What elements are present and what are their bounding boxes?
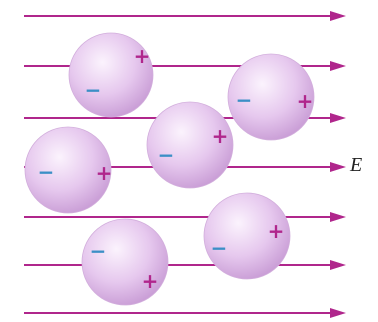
positive-charge-icon: +: [268, 219, 285, 243]
field-label-e: E: [350, 154, 362, 177]
molecule-1: +−: [69, 33, 153, 117]
field-arrowhead-2: [330, 61, 346, 71]
field-arrowhead-4: [330, 162, 346, 172]
field-arrowhead-1: [330, 11, 346, 21]
positive-charge-icon: +: [212, 124, 229, 148]
field-arrowhead-5: [330, 212, 346, 222]
field-arrowhead-7: [330, 308, 346, 318]
molecule-2: +−: [228, 54, 314, 140]
field-arrowhead-3: [330, 113, 346, 123]
negative-charge-icon: −: [38, 160, 55, 184]
negative-charge-icon: −: [85, 78, 102, 102]
negative-charge-icon: −: [211, 236, 228, 260]
positive-charge-icon: +: [297, 89, 314, 113]
negative-charge-icon: −: [236, 88, 253, 112]
negative-charge-icon: −: [90, 239, 107, 263]
molecule-4: +−: [25, 127, 112, 213]
positive-charge-icon: +: [134, 44, 151, 68]
molecule-6: +−: [204, 193, 290, 279]
field-arrowhead-6: [330, 260, 346, 270]
negative-charge-icon: −: [158, 143, 175, 167]
molecule-5: +−: [82, 219, 168, 305]
positive-charge-icon: +: [142, 269, 159, 293]
molecule-3: +−: [147, 102, 233, 188]
positive-charge-icon: +: [96, 161, 113, 185]
